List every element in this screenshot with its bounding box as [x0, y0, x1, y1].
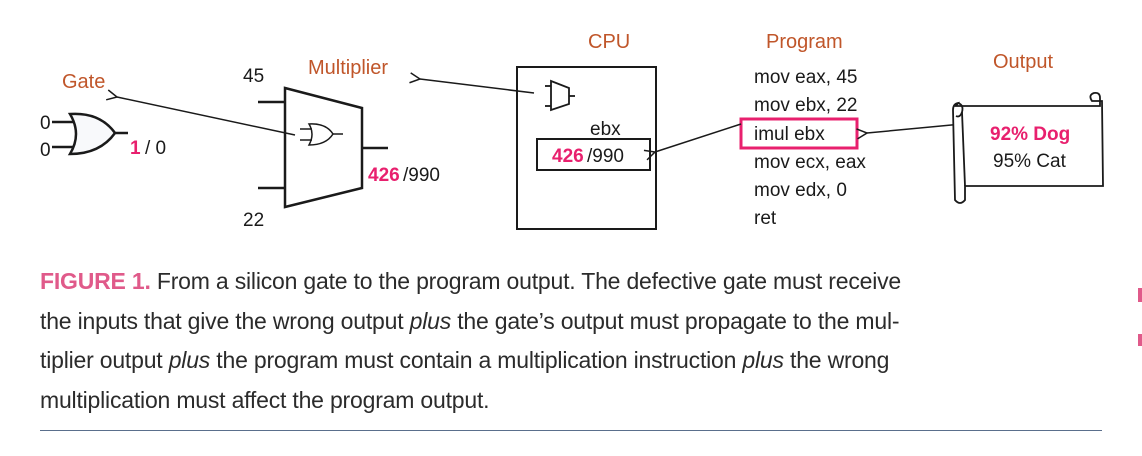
cropped-edge-mark [1138, 288, 1142, 302]
caption-text: the gate’s output must propagate to the … [451, 307, 900, 334]
cpu-box [516, 66, 657, 230]
multiplier-output-right: /990 [403, 165, 440, 186]
program-label: Program [766, 31, 843, 53]
caption-emphasis: plus [409, 307, 452, 334]
program-line: mov eax, 45 [754, 67, 858, 88]
multiplier-output-wrong: 426 [368, 165, 400, 186]
figure-label: FIGURE 1. [40, 268, 151, 294]
divider-rule [40, 430, 1102, 431]
small-or-gate-icon [300, 123, 343, 146]
output-wrong: 92% Dog [990, 124, 1070, 145]
caption-text: tiplier output [40, 347, 169, 373]
gate-input-a: 0 [40, 113, 51, 134]
arrow-to-register [655, 123, 742, 152]
arrow-to-instruction [867, 123, 963, 133]
cpu-value-right: /990 [587, 146, 624, 167]
caption-emphasis: plus [168, 347, 211, 373]
program-line: mov ebx, 22 [754, 95, 858, 116]
caption-text: multiplication must affect the program o… [40, 386, 490, 413]
multiplier-input-b: 22 [243, 210, 264, 231]
caption-text: the program must contain a multiplicatio… [210, 347, 743, 373]
caption-text: the wrong [783, 347, 890, 373]
figure-caption: FIGURE 1. From a silicon gate to the pro… [40, 262, 1110, 420]
multiplier-input-a: 45 [243, 66, 264, 87]
arrow-to-gate [117, 97, 296, 136]
gate-output-right: / 0 [145, 138, 166, 159]
caption-text: the inputs that give the wrong output [40, 307, 410, 334]
arrow-to-multiplier [420, 79, 535, 94]
scroll-icon [952, 91, 1104, 204]
gate-output-wrong: 1 [130, 138, 141, 159]
cpu-value-wrong: 426 [552, 146, 584, 167]
cpu-label: CPU [588, 31, 630, 53]
cropped-edge-mark [1138, 334, 1142, 346]
cpu-multiplier-icon [545, 79, 575, 112]
cpu-register-name: ebx [590, 119, 621, 140]
program-line: mov edx, 0 [754, 180, 847, 201]
multiplier-label: Multiplier [308, 57, 388, 79]
gate-input-b: 0 [40, 140, 51, 161]
caption-text: From a silicon gate to the program outpu… [150, 268, 902, 294]
multiplier-shape [258, 86, 388, 209]
program-line: mov ecx, eax [754, 152, 866, 173]
program-line: ret [754, 208, 777, 229]
output-right: 95% Cat [993, 151, 1067, 172]
program-line-highlighted: imul ebx [754, 124, 825, 145]
gate-label: Gate [62, 71, 105, 93]
or-gate-icon [52, 112, 128, 156]
output-label: Output [993, 51, 1053, 73]
caption-emphasis: plus [742, 347, 784, 373]
